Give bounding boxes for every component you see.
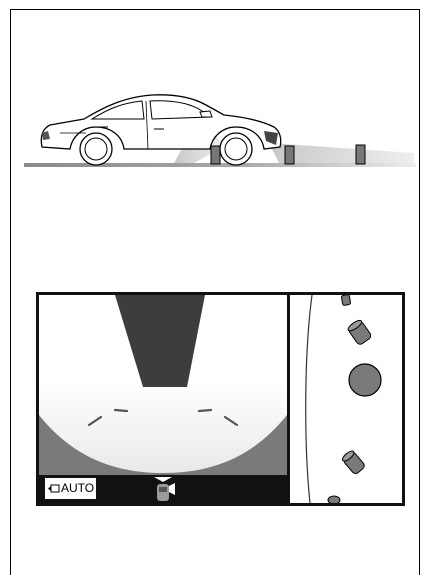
side-obstacle-5: [328, 496, 340, 503]
view-mode-indicator[interactable]: AUTO: [42, 478, 96, 499]
side-obstacle-1: [341, 295, 351, 306]
obstacle-pole-3: [356, 145, 365, 164]
view-mode-label: AUTO: [61, 478, 94, 499]
obstacle-pole-1: [211, 146, 220, 164]
obstacle-pole-2: [285, 146, 294, 164]
camera-monitor: AUTO: [36, 292, 405, 506]
status-bar: AUTO: [39, 475, 287, 503]
front-wheel: [220, 133, 252, 165]
side-obstacle-3: [349, 364, 381, 396]
camera-view-icon: [48, 484, 60, 493]
vehicle-side-illustration: [24, 85, 416, 185]
vehicle-shadow: [115, 295, 205, 387]
vehicle-side-edge: [306, 295, 312, 503]
vehicle-top-view-icon: [150, 476, 176, 502]
side-obstacle-2: [347, 319, 373, 346]
side-obstacle-4: [341, 449, 366, 475]
front-camera-view: AUTO: [39, 295, 287, 503]
rear-wheel: [80, 133, 112, 165]
side-camera-view: [290, 295, 402, 503]
side-mirror: [200, 111, 212, 117]
